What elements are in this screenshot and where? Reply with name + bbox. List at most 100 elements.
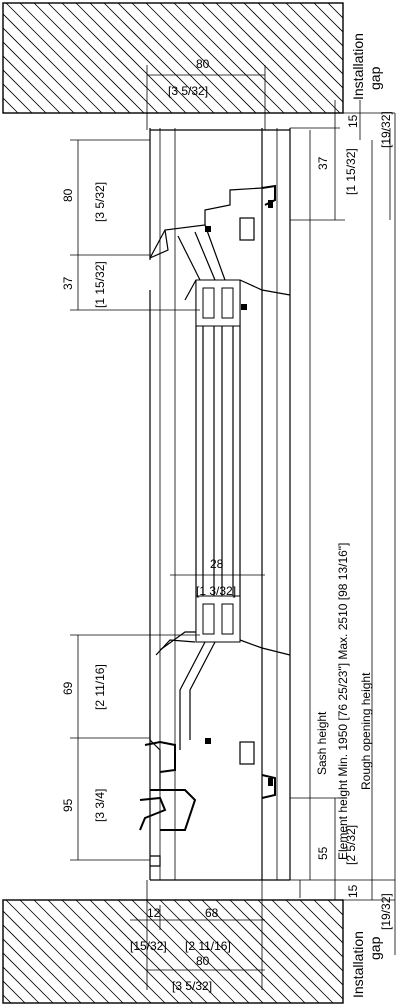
hatch-line [384, 3, 408, 113]
hatch-line [89, 900, 194, 1003]
element-height-label: Element height Min. 1950 [76 25/23"] Max… [336, 543, 350, 860]
dim-left-37-value: 37 [61, 276, 75, 290]
hatch-line [159, 3, 271, 113]
dim-left-80-inch: [3 5/32] [93, 182, 107, 222]
hatch-line [243, 3, 343, 103]
hatch-line [187, 900, 292, 1003]
dim-top-gap-value: 15 [346, 114, 360, 128]
dim-top-wall-value: 80 [196, 57, 210, 71]
hatch-line [257, 3, 343, 89]
upper-sash-detail [149, 184, 291, 310]
hatch-line [159, 900, 264, 1003]
hatch-line [229, 3, 341, 113]
dim-top-37-inch: [1 15/32] [344, 148, 358, 195]
dim-bottom-gap-value: 15 [346, 884, 360, 898]
window-profile [139, 128, 291, 881]
hatch-line [3, 966, 40, 1003]
hatch-line [299, 900, 343, 944]
dim-top-37-value: 37 [316, 156, 330, 170]
hatch-line [257, 900, 343, 986]
dim-top-wall-inch: [3 5/32] [168, 84, 208, 98]
hatch-line [3, 83, 33, 113]
hatch-line [285, 900, 343, 958]
hatch-line [3, 27, 89, 113]
dim-left-69-inch: [2 11/16] [93, 664, 107, 710]
hatch-line [33, 3, 145, 113]
hatch-line [3, 910, 96, 1003]
hatch-line [271, 3, 343, 75]
hatch-line [173, 3, 285, 113]
hatch-line [3, 952, 54, 1003]
hatch-line [3, 13, 103, 113]
dimension-labels: 80 [3 5/32] 15 [19/32] 37 [1 15/32] 80 [… [61, 57, 393, 993]
hatch-line [313, 900, 343, 930]
hatch-line [173, 900, 278, 1003]
hatch-line [5, 3, 117, 113]
dim-top-gap-inch: [19/32] [379, 111, 393, 148]
hatch-line [103, 3, 215, 113]
bottom-wall [2, 899, 408, 1004]
hatch-line [145, 900, 250, 1003]
hatch-line [117, 900, 222, 1003]
dim-bottom-55-value: 55 [316, 846, 330, 860]
dim-bottom-12-value: 12 [147, 906, 161, 920]
rough-opening-height-label: Rough opening height [359, 672, 373, 790]
hatch-line [61, 900, 166, 1003]
hatch-line [3, 55, 61, 113]
dim-glass-28-inch: [1 3/32] [196, 584, 236, 598]
dim-left-95-value: 95 [61, 798, 75, 812]
hatch-line [75, 3, 187, 113]
glazing-unit [195, 279, 241, 643]
dim-glass-28-value: 28 [210, 557, 224, 571]
hatch-line [61, 3, 173, 113]
dim-bottom-wall-value: 80 [196, 954, 210, 968]
hatch-line [398, 900, 408, 1003]
hatch-line [187, 3, 299, 113]
hatch-line [215, 3, 327, 113]
hatch-line [5, 900, 110, 1003]
hatch-line [370, 3, 408, 113]
hatch-line [229, 900, 334, 1003]
hatch-line [33, 900, 138, 1003]
dim-bottom-55-inch: [2 5/32] [344, 825, 358, 865]
top-wall [2, 2, 408, 114]
installation-gap-top-line1: Installation [350, 33, 366, 100]
hatch-line [117, 3, 229, 113]
hatch-line [271, 900, 343, 972]
dim-bottom-12-inch: [15/32] [130, 939, 167, 953]
hatch-line [19, 900, 124, 1003]
installation-gap-bottom-line2: gap [367, 936, 383, 960]
hatch-line [243, 900, 343, 1000]
hatch-line [75, 900, 180, 1003]
dim-left-95-inch: [3 3/4] [93, 789, 107, 822]
dim-bottom-68-inch: [2 11/16] [185, 939, 231, 953]
dimension-lines [70, 65, 396, 990]
hatch-line [201, 900, 306, 1003]
sash-height-label: Sash height [315, 711, 329, 775]
hatch-line [89, 3, 201, 113]
hatch-line [313, 3, 343, 33]
hatch-line [19, 3, 131, 113]
hatch-line [145, 3, 257, 113]
hatch-line [398, 3, 408, 113]
hatch-line [3, 69, 47, 113]
hatch-line [215, 900, 320, 1003]
hatch-line [3, 924, 82, 1003]
dim-left-37-inch: [1 15/32] [93, 261, 107, 308]
installation-gap-top-line2: gap [367, 66, 383, 90]
hatch-line [47, 900, 152, 1003]
dim-bottom-gap-inch: [19/32] [379, 893, 393, 930]
installation-gap-bottom-line1: Installation [350, 931, 366, 998]
hatch-line [3, 41, 75, 113]
hatch-line [285, 3, 343, 61]
dim-bottom-wall-inch: [3 5/32] [172, 979, 212, 993]
hatch-line [299, 3, 343, 47]
hatch-line [3, 938, 68, 1003]
hatch-line [3, 980, 26, 1003]
dim-left-69-value: 69 [61, 681, 75, 695]
dim-bottom-68-value: 68 [205, 906, 219, 920]
lower-sash-detail [139, 631, 291, 867]
hatch-line [47, 3, 159, 113]
hatch-line [131, 900, 236, 1003]
